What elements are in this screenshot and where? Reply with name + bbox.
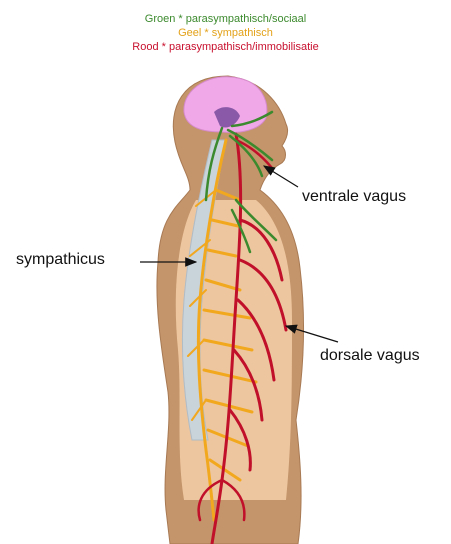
ventral-vagus-label: ventrale vagus — [302, 188, 406, 206]
sympathicus-label: sympathicus — [16, 251, 105, 269]
dorsal-vagus-label: dorsale vagus — [320, 347, 420, 365]
ventral-vagus-arrow — [264, 166, 298, 187]
